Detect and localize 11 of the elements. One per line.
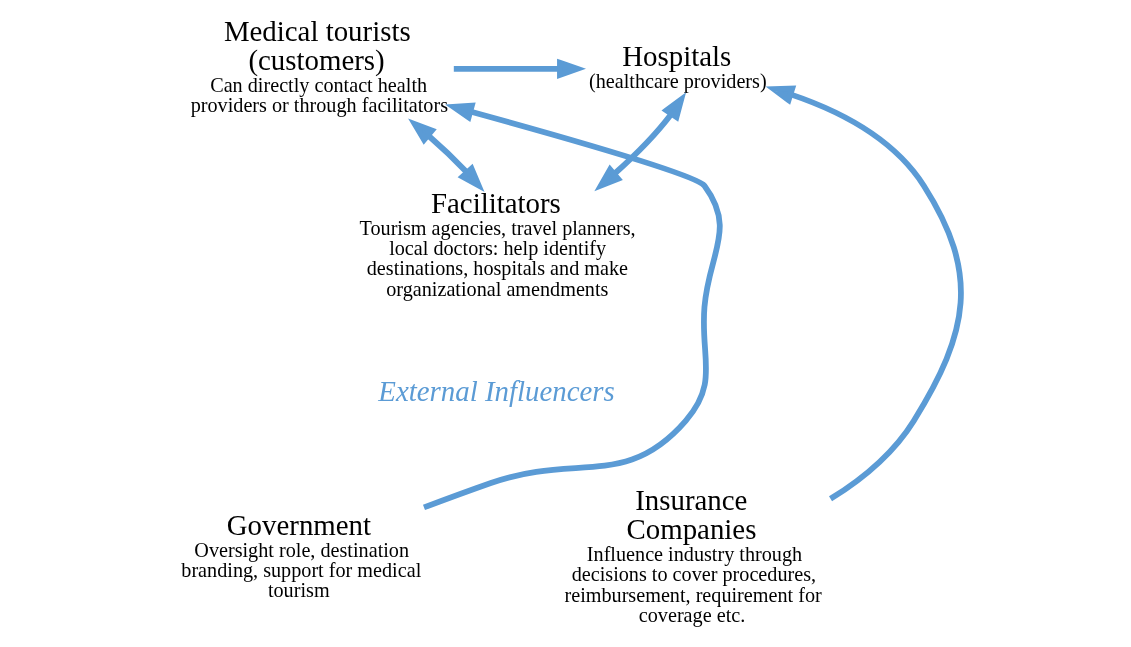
arrow [453, 58, 586, 79]
arrow [594, 92, 687, 192]
arrow [423, 102, 723, 511]
node-text: Hospitals (healthcare providers) [589, 39, 767, 92]
node-text: Medical tourists (customers) Can directly contact health providers or through facilitators [190, 15, 449, 117]
node-text: Insurance Companies Influence industry through decisions to cover procedures, reimbursement, requirement for coverage etc. [564, 484, 822, 626]
label: External Influencers [378, 374, 615, 407]
node-text: Government Oversight role, destination branding, support for medical tourism [181, 508, 422, 602]
node-text: Facilitators Tourism agencies, travel planners, local doctors: help identify destinations, hospitals and make organizational amendments [359, 187, 636, 300]
arrow [765, 85, 964, 502]
arrow [408, 118, 485, 192]
